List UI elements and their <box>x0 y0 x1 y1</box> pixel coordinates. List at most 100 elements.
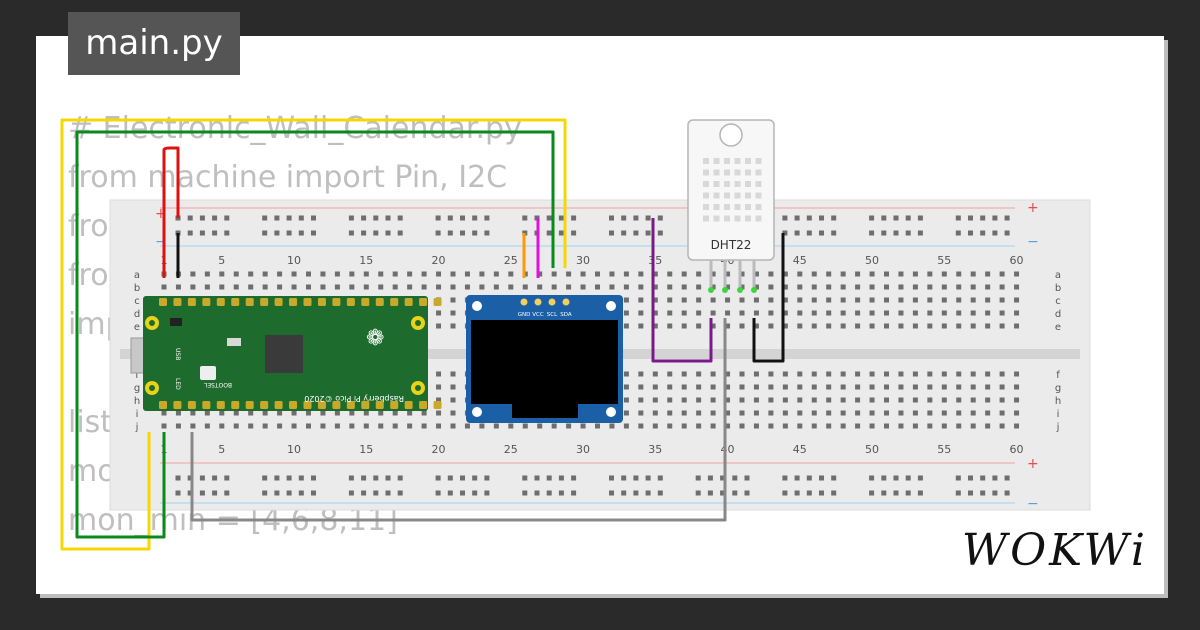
breadboard-hole <box>190 284 196 290</box>
dht-vent-grid <box>703 158 762 222</box>
column-label: 10 <box>287 254 301 267</box>
rail-hole <box>707 490 713 496</box>
breadboard-hole <box>306 284 311 290</box>
breadboard-hole <box>884 284 889 290</box>
rail-minus-label-bottom: − <box>1027 496 1039 512</box>
breadboard-hole <box>623 284 629 290</box>
breadboard-hole <box>999 310 1005 316</box>
breadboard-hole <box>797 371 803 377</box>
breadboard-hole <box>696 323 702 329</box>
breadboard-hole <box>739 384 745 390</box>
dht-vent <box>734 215 741 222</box>
breadboard-hole <box>623 410 629 416</box>
breadboard-hole <box>1014 297 1020 303</box>
column-label: 40 <box>721 443 735 456</box>
breadboard-hole <box>941 310 947 316</box>
pico-pin <box>419 401 428 409</box>
row-label: f <box>1056 370 1060 381</box>
pico-pin <box>216 298 225 306</box>
breadboard-hole <box>262 271 268 277</box>
breadboard-hole <box>696 271 702 277</box>
breadboard-hole <box>436 397 442 403</box>
breadboard-hole <box>956 397 962 403</box>
breadboard-hole <box>262 423 268 429</box>
rail-hole <box>1004 475 1010 481</box>
pico-pin <box>375 401 384 409</box>
breadboard-hole <box>956 423 962 429</box>
breadboard-hole <box>797 397 803 403</box>
breadboard-hole <box>725 371 731 377</box>
breadboard-hole <box>970 371 976 377</box>
breadboard-hole <box>436 423 442 429</box>
breadboard-hole <box>826 297 832 303</box>
breadboard-hole <box>508 284 514 290</box>
breadboard-hole <box>811 423 817 429</box>
breadboard-hole <box>696 297 702 303</box>
row-label: h <box>134 396 140 407</box>
bootsel-button[interactable] <box>200 366 216 380</box>
breadboard-hole <box>725 297 731 303</box>
breadboard-hole <box>782 297 788 303</box>
breadboard-hole <box>334 284 340 290</box>
breadboard-hole <box>927 384 933 390</box>
rail-hole <box>782 230 788 236</box>
breadboard-hole <box>566 423 572 429</box>
rail-hole <box>435 490 441 496</box>
breadboard-hole <box>941 410 947 416</box>
breadboard-hole <box>739 423 745 429</box>
wire-green[interactable] <box>75 130 555 539</box>
breadboard-hole <box>927 371 933 377</box>
file-tab[interactable]: main.py <box>68 12 240 75</box>
rail-hole <box>905 230 911 236</box>
breadboard-hole <box>985 284 991 290</box>
breadboard-hole <box>739 323 745 329</box>
pico-pin <box>375 298 384 306</box>
dht-vent <box>703 158 709 164</box>
wire-gray[interactable] <box>190 318 727 522</box>
breadboard-hole <box>551 284 557 290</box>
dht-vent <box>724 204 730 210</box>
pico-pin <box>332 401 341 409</box>
breadboard-hole <box>450 371 456 377</box>
rail-hole <box>955 475 961 481</box>
breadboard-hole <box>219 423 225 429</box>
column-label: 35 <box>648 443 662 456</box>
wire-black-dht[interactable] <box>752 233 785 363</box>
breadboard-hole <box>869 423 875 429</box>
row-label: b <box>1055 283 1061 294</box>
breadboard-hole <box>956 323 962 329</box>
breadboard-hole <box>493 284 499 290</box>
wire-yellow[interactable] <box>60 118 567 551</box>
breadboard-hole <box>667 297 673 303</box>
breadboard-hole <box>378 284 384 290</box>
rail-hole <box>175 475 181 481</box>
breadboard-hole <box>623 423 629 429</box>
breadboard-hole <box>652 310 658 316</box>
breadboard-hole <box>725 284 731 290</box>
dht-vent <box>703 169 709 176</box>
rail-hole <box>905 215 911 221</box>
rail-hole <box>212 230 218 236</box>
breadboard-hole <box>204 271 210 277</box>
wire-red[interactable] <box>162 146 180 278</box>
rail-hole <box>262 230 268 236</box>
breadboard-hole <box>840 410 846 416</box>
dht22-sensor[interactable]: DHT22 <box>687 119 775 293</box>
rail-hole <box>720 490 726 496</box>
breadboard-hole <box>797 271 803 277</box>
row-label: i <box>136 409 139 420</box>
breadboard-hole <box>277 410 283 416</box>
raspberry-pi-pico[interactable]: ❁ Raspberry Pi Pico ©2020 BOOTSEL USB LE… <box>130 296 442 411</box>
row-label: g <box>1055 383 1061 394</box>
rail-hole <box>893 490 899 496</box>
breadboard-hole <box>161 284 167 290</box>
breadboard-hole <box>884 371 889 377</box>
rail-hole <box>633 490 639 496</box>
wire-purple[interactable] <box>651 218 713 363</box>
breadboard-hole <box>233 410 239 416</box>
breadboard-hole <box>464 284 470 290</box>
breadboard-hole <box>638 423 644 429</box>
rail-hole <box>905 490 911 496</box>
column-label: 55 <box>937 254 951 267</box>
